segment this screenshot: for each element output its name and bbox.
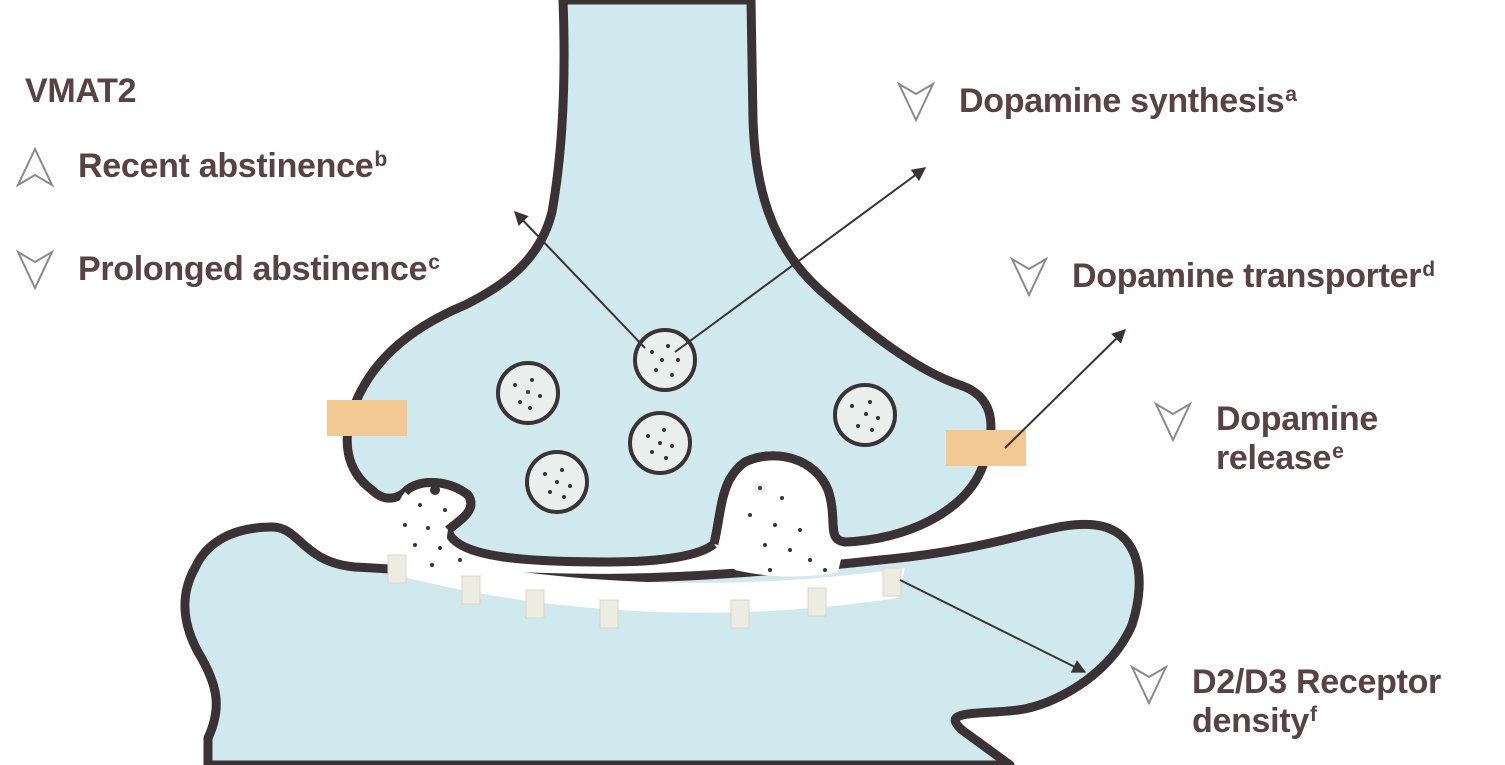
receptor: [526, 590, 544, 618]
down-triangle-icon: [14, 248, 56, 292]
down-triangle-icon: [1008, 255, 1050, 299]
receptor: [883, 568, 901, 596]
prolonged-abstinence-label: Prolonged abstinencec: [14, 248, 440, 292]
dopamine-transporter-label: Dopamine transporterd: [1008, 255, 1435, 299]
vesicle: [635, 330, 695, 390]
transporter-right: [946, 430, 1026, 466]
receptor: [388, 555, 406, 583]
dopamine-synthesis-label: Dopamine synthesisa: [895, 80, 1297, 124]
down-triangle-icon: [895, 80, 937, 124]
receptor: [808, 588, 826, 616]
transporter-left: [327, 400, 407, 436]
receptor: [462, 576, 480, 604]
d2d3-receptor-label: D2/D3 Receptor densityf: [1128, 663, 1441, 741]
receptor: [600, 600, 618, 628]
recent-abstinence-label: Recent abstinenceb: [14, 145, 387, 189]
arrow-dopamine-transporter: [1005, 330, 1125, 448]
receptor: [731, 600, 749, 628]
down-triangle-icon: [1128, 663, 1170, 707]
dopamine-release-label: Dopamine releasee: [1152, 400, 1378, 478]
vmat2-title: VMAT2: [25, 72, 136, 111]
up-triangle-icon: [14, 145, 56, 189]
down-triangle-icon: [1152, 400, 1194, 444]
